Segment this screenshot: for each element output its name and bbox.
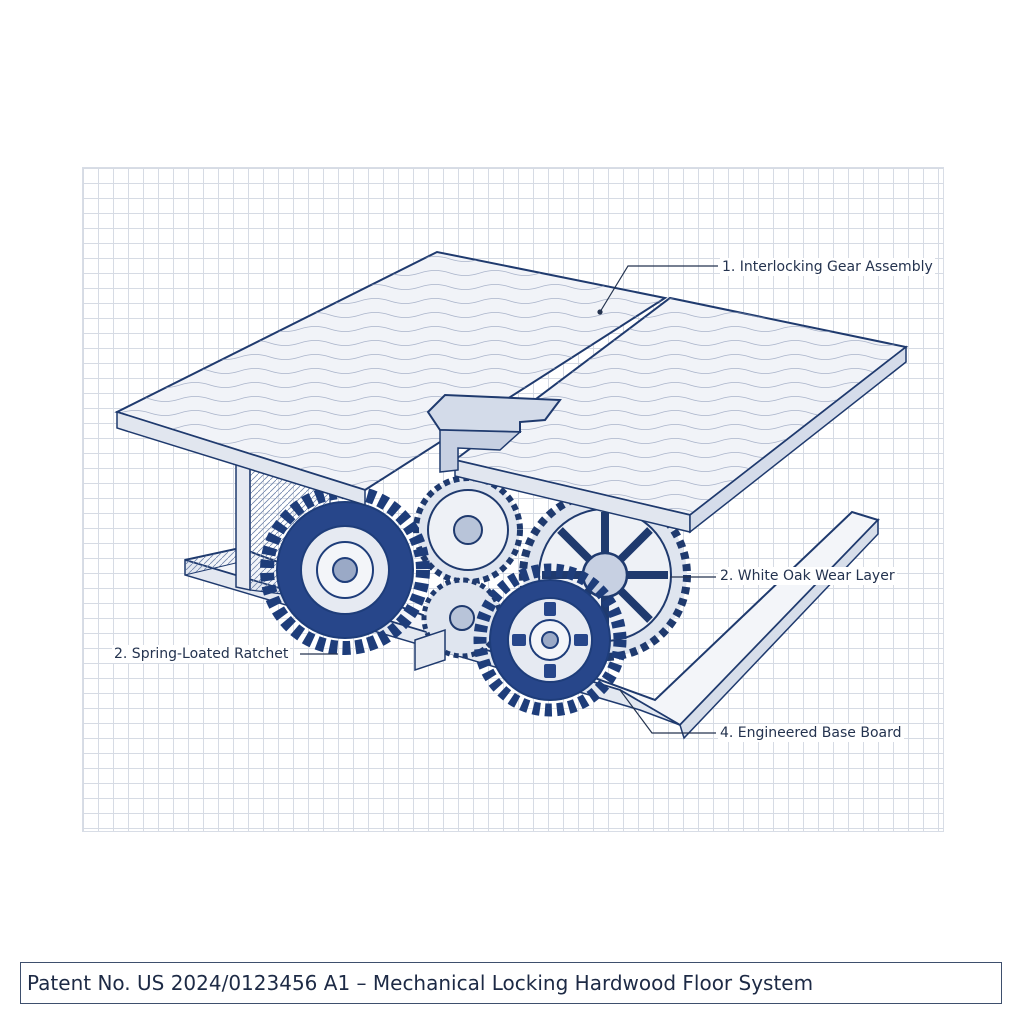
top-planks <box>114 250 909 534</box>
ratchet-block <box>414 628 446 672</box>
callout-wear-layer: 2. White Oak Wear Layer <box>718 567 897 585</box>
callout-base-board: 4. Engineered Base Board <box>718 724 904 742</box>
gear-front-right-icon <box>473 563 627 717</box>
gear-cluster <box>260 475 691 717</box>
callout-gear-assembly: 1. Interlocking Gear Assembly <box>720 258 935 276</box>
leader-lines <box>300 265 718 734</box>
callout-ratchet: 2. Spring-Loated Ratchet <box>112 645 291 663</box>
patent-caption-box: Patent No. US 2024/0123456 A1 – Mechanic… <box>20 962 1002 1004</box>
gear-back-center-icon <box>413 475 523 585</box>
patent-caption: Patent No. US 2024/0123456 A1 – Mechanic… <box>27 971 814 995</box>
